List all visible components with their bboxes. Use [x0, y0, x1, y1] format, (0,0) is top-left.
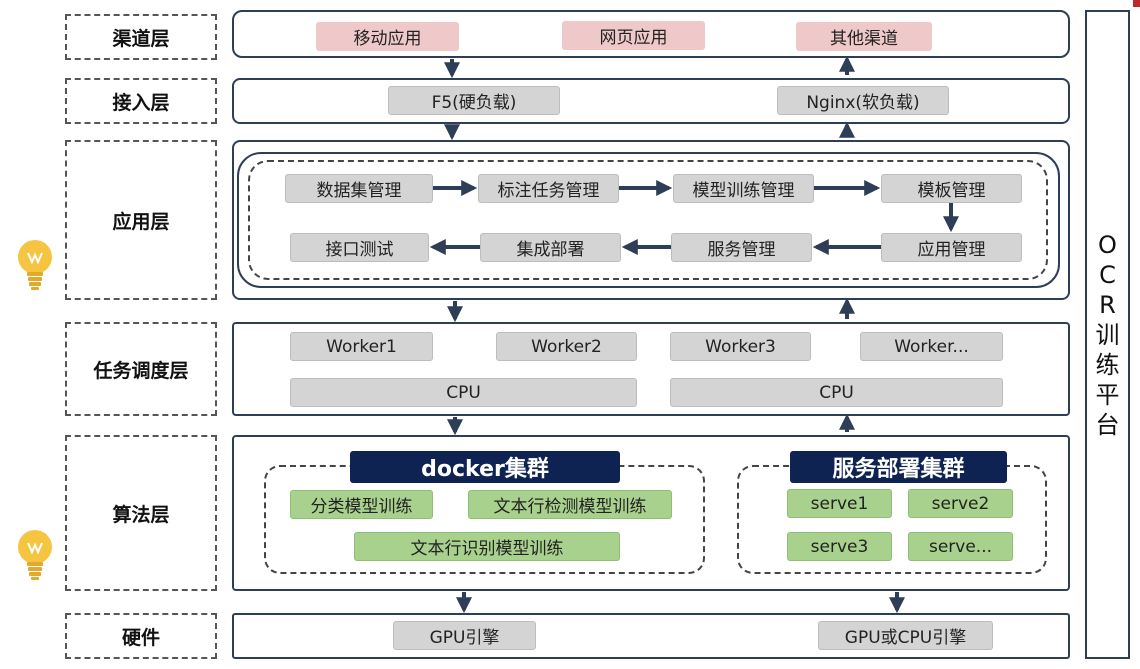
lightbulb-icon	[16, 528, 54, 584]
hardware-band	[232, 613, 1070, 659]
platform-title-char: 训	[1095, 320, 1120, 349]
app-labeling-task-management: 标注任务管理	[478, 174, 619, 203]
cpu-left: CPU	[290, 378, 637, 407]
serve-item: serve2	[908, 489, 1013, 518]
service-cluster-title: 服务部署集群	[790, 451, 1007, 483]
worker-item: Worker3	[670, 332, 811, 361]
hardware-gpu-cpu-engine: GPU或CPU引擎	[818, 621, 993, 650]
algo-text-recognition-training: 文本行识别模型训练	[354, 532, 620, 561]
app-model-training-management: 模型训练管理	[673, 174, 814, 203]
platform-title: O C R 训 练 平 台	[1085, 10, 1130, 659]
worker-item: Worker1	[290, 332, 433, 361]
corner-mark	[1133, 0, 1140, 7]
application-dashed-group	[248, 160, 1048, 280]
channel-mobile-app: 移动应用	[316, 22, 459, 51]
layer-label-application: 应用层	[65, 140, 217, 300]
serve-item: serve1	[787, 489, 892, 518]
layer-label-algorithm: 算法层	[65, 435, 217, 591]
lightbulb-icon	[16, 238, 54, 294]
platform-title-char: C	[1099, 260, 1116, 289]
app-integration-deploy: 集成部署	[480, 233, 621, 262]
worker-item: Worker...	[860, 332, 1003, 361]
app-application-management: 应用管理	[881, 233, 1022, 262]
application-inner-frame	[237, 152, 1060, 288]
serve-item: serve...	[908, 532, 1013, 561]
platform-title-char: O	[1098, 230, 1117, 259]
access-nginx: Nginx(软负载)	[777, 86, 949, 115]
worker-item: Worker2	[496, 332, 637, 361]
algo-text-detection-training: 文本行检测模型训练	[468, 490, 672, 519]
app-service-management: 服务管理	[671, 233, 812, 262]
channel-other: 其他渠道	[796, 22, 932, 51]
docker-cluster-title: docker集群	[350, 451, 620, 483]
hardware-gpu-engine: GPU引擎	[393, 621, 536, 650]
platform-title-char: 台	[1095, 410, 1120, 439]
platform-title-char: R	[1099, 290, 1116, 319]
app-dataset-management: 数据集管理	[285, 174, 433, 203]
channel-web-app: 网页应用	[562, 21, 705, 50]
app-template-management: 模板管理	[881, 174, 1022, 203]
layer-label-access: 接入层	[65, 78, 217, 124]
serve-item: serve3	[787, 532, 892, 561]
application-band	[232, 140, 1070, 300]
layer-label-hardware: 硬件	[65, 613, 217, 659]
layer-label-scheduling: 任务调度层	[65, 322, 217, 416]
layer-label-channel: 渠道层	[65, 14, 217, 60]
app-api-test: 接口测试	[290, 233, 429, 262]
platform-title-char: 平	[1095, 380, 1120, 409]
algo-classification-training: 分类模型训练	[290, 490, 433, 519]
cpu-right: CPU	[670, 378, 1003, 407]
access-f5: F5(硬负载)	[388, 86, 560, 115]
platform-title-char: 练	[1095, 350, 1120, 379]
